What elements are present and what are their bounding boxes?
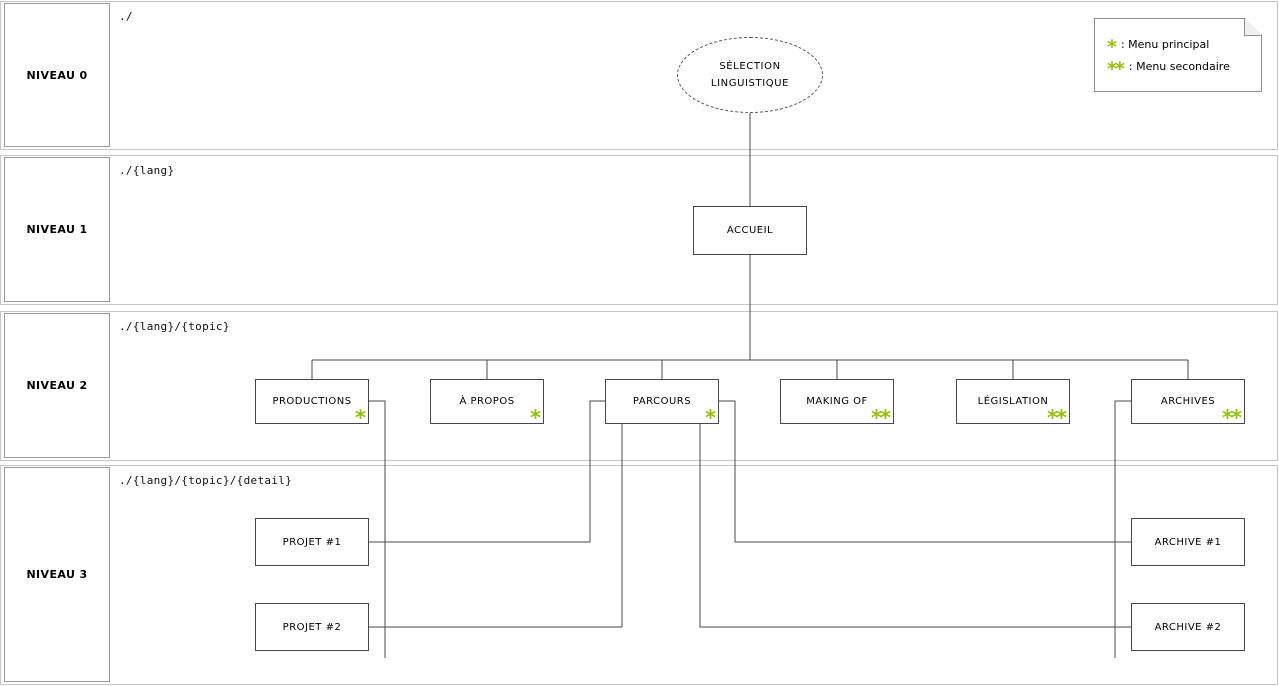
menu-marker: **: [1222, 406, 1242, 430]
node-selection-linguistique: SÉLECTION LINGUISTIQUE: [677, 37, 823, 113]
legend-primary-label: : Menu principal: [1120, 37, 1210, 51]
level-path-3: ./{lang}/{topic}/{detail}: [119, 474, 293, 487]
node-selection-line2: LINGUISTIQUE: [710, 78, 790, 89]
menu-marker: **: [1047, 406, 1067, 430]
level-path-2: ./{lang}/{topic}: [119, 320, 230, 333]
level-label-1-text: NIVEAU 1: [26, 223, 88, 236]
node-archives-label: ARCHIVES: [1160, 396, 1216, 407]
node-making-of: MAKING OF **: [780, 379, 894, 429]
level-band-3: NIVEAU 3 ./{lang}/{topic}/{detail}: [0, 465, 1278, 685]
menu-marker: *: [705, 406, 716, 430]
legend-secondary-label: : Menu secondaire: [1128, 59, 1230, 73]
menu-marker: *: [530, 406, 541, 430]
node-selection-line1: SÉLECTION: [719, 61, 781, 72]
node-parcours-label: PARCOURS: [632, 396, 692, 407]
level-path-1: ./{lang}: [119, 164, 175, 177]
level-label-2-text: NIVEAU 2: [26, 379, 88, 392]
node-accueil-label: ACCUEIL: [726, 225, 774, 236]
legend-row-secondary: ** : Menu secondaire: [1107, 58, 1230, 80]
node-projet-1: PROJET #1: [255, 518, 369, 566]
node-parcours: PARCOURS *: [605, 379, 719, 429]
node-archive-2: ARCHIVE #2: [1131, 603, 1245, 651]
level-label-3-text: NIVEAU 3: [26, 568, 88, 581]
node-accueil: ACCUEIL: [693, 206, 807, 255]
node-archive-2-label: ARCHIVE #2: [1154, 621, 1222, 633]
node-legislation: LÉGISLATION **: [956, 379, 1070, 429]
node-making-of-label: MAKING OF: [806, 396, 868, 407]
node-archive-1-label: ARCHIVE #1: [1154, 536, 1222, 548]
level-label-0-text: NIVEAU 0: [26, 68, 88, 82]
node-productions: PRODUCTIONS *: [255, 379, 369, 429]
level-band-1: NIVEAU 1 ./{lang}: [0, 155, 1278, 305]
legend-row-primary: * : Menu principal: [1107, 36, 1210, 58]
level-label-0: NIVEAU 0: [4, 3, 110, 147]
node-projet-1-label: PROJET #1: [282, 536, 342, 548]
node-archive-1: ARCHIVE #1: [1131, 518, 1245, 566]
node-projet-2: PROJET #2: [255, 603, 369, 651]
menu-marker: *: [355, 406, 366, 430]
node-a-propos: À PROPOS *: [430, 379, 544, 429]
menu-marker: **: [871, 406, 891, 430]
node-archives: ARCHIVES **: [1131, 379, 1245, 429]
level-path-0: ./: [119, 10, 133, 23]
legend-note: * : Menu principal ** : Menu secondaire: [1094, 18, 1262, 92]
level-label-2: NIVEAU 2: [4, 313, 110, 458]
node-projet-2-label: PROJET #2: [282, 621, 342, 633]
node-a-propos-label: À PROPOS: [459, 396, 515, 407]
node-productions-label: PRODUCTIONS: [272, 396, 352, 407]
level-band-0: NIVEAU 0 ./: [0, 1, 1278, 150]
node-legislation-label: LÉGISLATION: [977, 396, 1049, 407]
level-label-1: NIVEAU 1: [4, 157, 110, 302]
level-label-3: NIVEAU 3: [4, 467, 110, 682]
